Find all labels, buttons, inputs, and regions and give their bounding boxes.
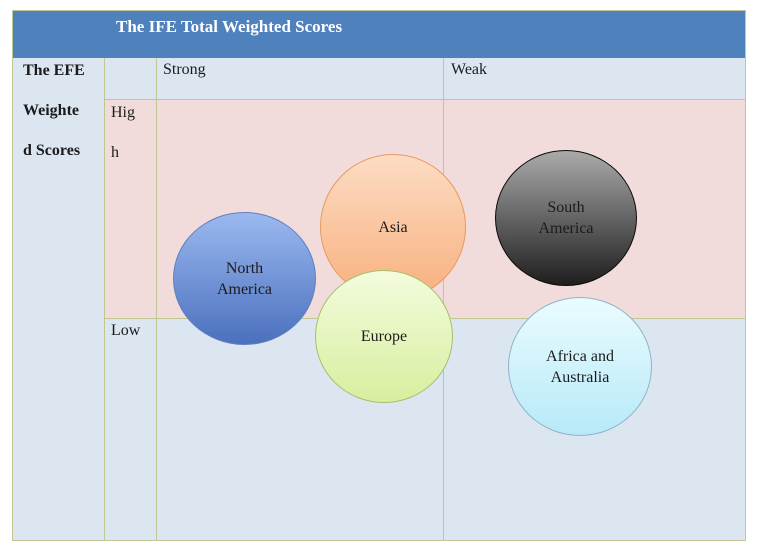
efe-axis-line-1: The EFE (23, 62, 85, 79)
bubble-north-america-label: North America (216, 259, 273, 298)
table-title-bar: The IFE Total Weighted Scores (13, 11, 745, 58)
bubble-north-america[interactable]: North America (173, 212, 316, 345)
bubble-africa-australia[interactable]: Africa and Australia (508, 297, 652, 436)
low-row-label-cell: Low (105, 319, 157, 540)
bubble-europe[interactable]: Europe (315, 270, 453, 403)
efe-axis-label-cell: The EFE Weighte d Scores (13, 58, 105, 540)
strong-column-header-cell: Strong (157, 58, 444, 100)
bubble-africa-australia-label: Africa and Australia (546, 347, 614, 386)
weak-column-label: Weak (451, 61, 488, 78)
efe-axis-line-3: d Scores (23, 142, 81, 159)
strong-column-label: Strong (163, 61, 206, 78)
weak-column-header-cell: Weak (444, 58, 745, 100)
efe-axis-line-2: Weighte (23, 102, 79, 119)
high-row-label-line-2: h (111, 144, 119, 161)
empty-subheader-cell (105, 58, 157, 100)
high-row-label-line-1: Hig (111, 104, 135, 121)
bubble-south-america-label: South America (538, 199, 594, 237)
low-row-label: Low (111, 322, 141, 339)
bubble-asia-label: Asia (378, 218, 408, 236)
bubble-south-america[interactable]: South America (495, 150, 637, 286)
high-row-label-cell: Hig h (105, 100, 157, 319)
table-title: The IFE Total Weighted Scores (116, 17, 343, 36)
bubble-europe-label: Europe (360, 328, 408, 345)
